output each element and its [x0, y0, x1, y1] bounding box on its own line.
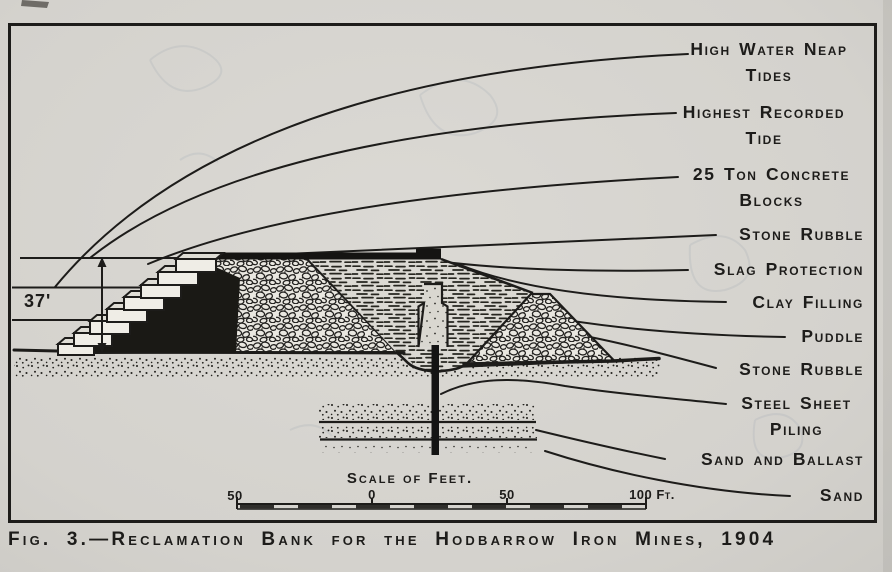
leader-steel-sheet-piling	[440, 379, 727, 405]
callout-puddle: Puddle	[801, 326, 864, 346]
dimension-label-37ft: 37'	[24, 291, 52, 311]
scale-bar-graphic	[236, 497, 647, 510]
scale-tick-right: 100 Ft.	[629, 487, 675, 502]
callout-sand-and-ballast: Sand and Ballast	[701, 449, 864, 469]
scale-bar-title: Scale of Feet.	[346, 470, 474, 487]
callout-high-water-neap-tides: High Water Neap Tides	[690, 39, 848, 86]
callout-slag-protection: Slag Protection	[713, 259, 864, 279]
leader-highest-recorded-tide	[89, 112, 677, 259]
leader-high-water-neap-tides	[54, 53, 689, 288]
callout-clay-filling: Clay Filling	[752, 292, 864, 312]
figure-caption: Fig. 3.—Reclamation Bank for the Hodbarr…	[8, 529, 777, 550]
leader-sand	[544, 450, 791, 497]
leader-clay-filling	[457, 263, 727, 303]
leader-stone-rubble-left	[261, 234, 717, 256]
callout-steel-sheet-piling: Steel Sheet Piling	[741, 393, 852, 440]
callout-stone-rubble-left: Stone Rubble	[739, 224, 864, 244]
page-edge-artifacts	[21, 0, 892, 572]
scale-tick-left: 50	[227, 488, 243, 503]
puddle-trench	[417, 282, 449, 348]
steel-sheet-piling-bar	[431, 345, 439, 455]
slag-protection-cap	[203, 248, 441, 260]
callout-sand: Sand	[819, 485, 864, 505]
leader-concrete-blocks	[147, 176, 679, 265]
concrete-blocks	[55, 252, 240, 356]
leader-stone-rubble-right	[589, 336, 717, 369]
leader-sand-and-ballast	[535, 429, 666, 460]
leader-lines	[54, 53, 791, 497]
sand-and-ballast-layers	[318, 404, 537, 453]
figure-frame	[8, 23, 877, 523]
scale-tick-mid: 50	[499, 487, 515, 502]
callout-concrete-blocks: 25 Ton Concrete Blocks	[692, 164, 851, 211]
dimension-arrow	[97, 257, 107, 353]
callout-stone-rubble-right: Stone Rubble	[739, 359, 864, 379]
callout-highest-recorded-tide: Highest Recorded Tide	[682, 102, 846, 149]
scale-tick-zero: 0	[368, 487, 376, 502]
